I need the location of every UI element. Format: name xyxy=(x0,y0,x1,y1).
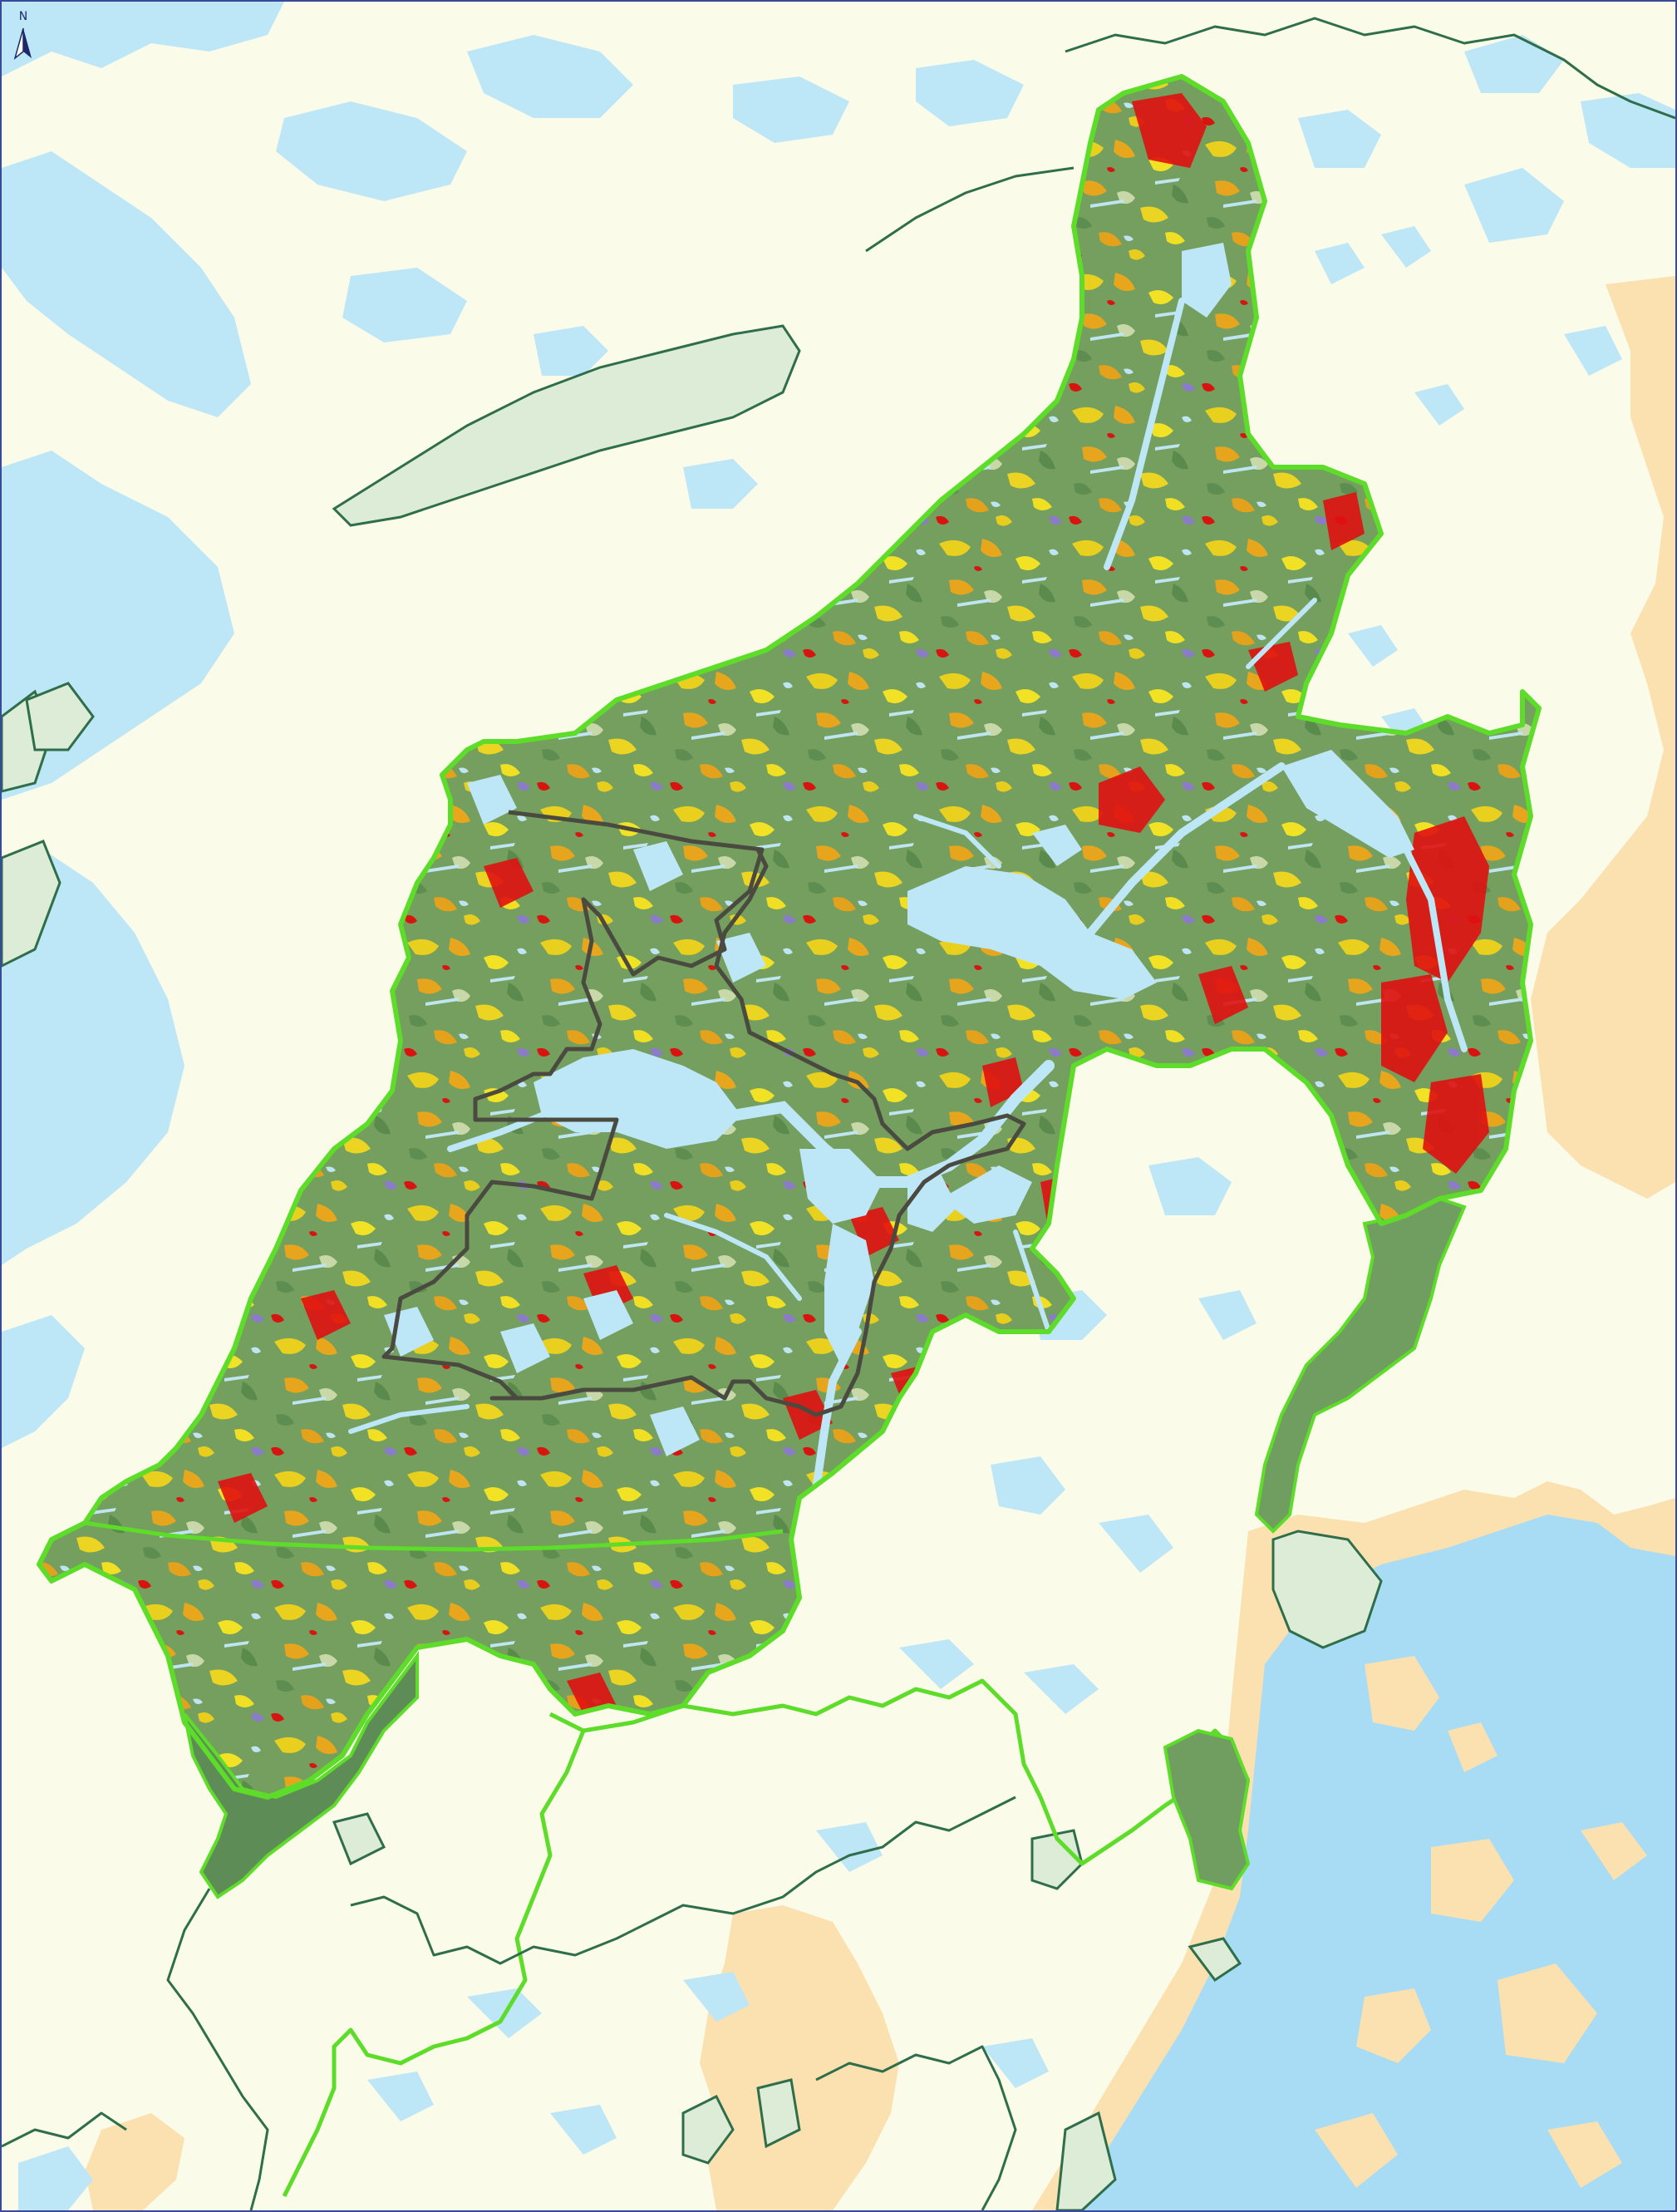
lake-islands xyxy=(1315,1656,1647,2188)
sw-extension xyxy=(183,1651,419,1899)
north-label: N xyxy=(18,10,28,23)
north-arrow-icon xyxy=(13,27,32,61)
park-boundary xyxy=(381,810,1026,1417)
se-corridor-fill xyxy=(1254,1196,1467,1534)
internal-boundary-line xyxy=(84,1520,784,1552)
north-arrow: N xyxy=(10,10,37,71)
study-area-rivers xyxy=(348,298,1468,1494)
se-lake-corridor-fill xyxy=(1163,1728,1251,1891)
study-area-lakes xyxy=(384,243,1414,1506)
